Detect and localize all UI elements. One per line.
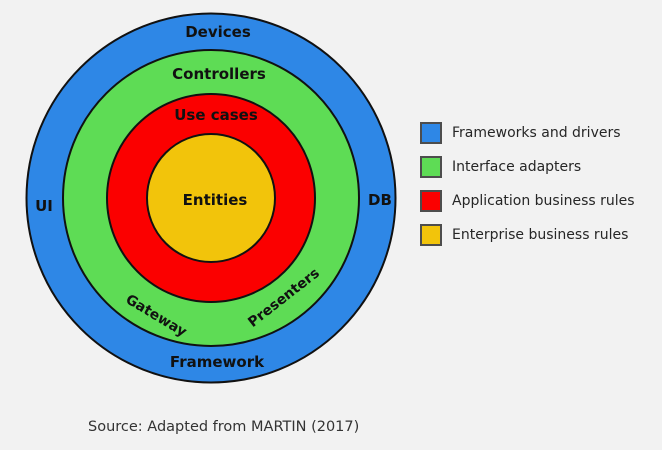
rings-group [25, 12, 397, 384]
ring-label-use-cases: Use cases [174, 106, 258, 124]
legend-label-enterprise-business-rules: Enterprise business rules [452, 227, 629, 243]
ring-label-entities: Entities [183, 191, 248, 209]
ring-label-ui: UI [35, 197, 53, 215]
legend-item-enterprise-business-rules: Enterprise business rules [420, 224, 635, 246]
ring-label-db: DB [368, 191, 392, 209]
legend-label-application-business-rules: Application business rules [452, 193, 635, 209]
legend-swatch-enterprise-business-rules [420, 224, 442, 246]
legend-item-interface-adapters: Interface adapters [420, 156, 635, 178]
ring-label-framework: Framework [170, 353, 265, 371]
legend-swatch-application-business-rules [420, 190, 442, 212]
source-note: Source: Adapted from MARTIN (2017) [88, 419, 360, 435]
legend-item-application-business-rules: Application business rules [420, 190, 635, 212]
ring-enterprise-business-rules [146, 133, 276, 263]
legend-swatch-interface-adapters [420, 156, 442, 178]
legend-item-frameworks-and-drivers: Frameworks and drivers [420, 122, 635, 144]
legend-label-interface-adapters: Interface adapters [452, 159, 582, 175]
ring-label-devices: Devices [185, 23, 251, 41]
legend-swatch-frameworks-and-drivers [420, 122, 442, 144]
legend-label-frameworks-and-drivers: Frameworks and drivers [452, 125, 621, 141]
ring-label-controllers: Controllers [172, 65, 266, 83]
